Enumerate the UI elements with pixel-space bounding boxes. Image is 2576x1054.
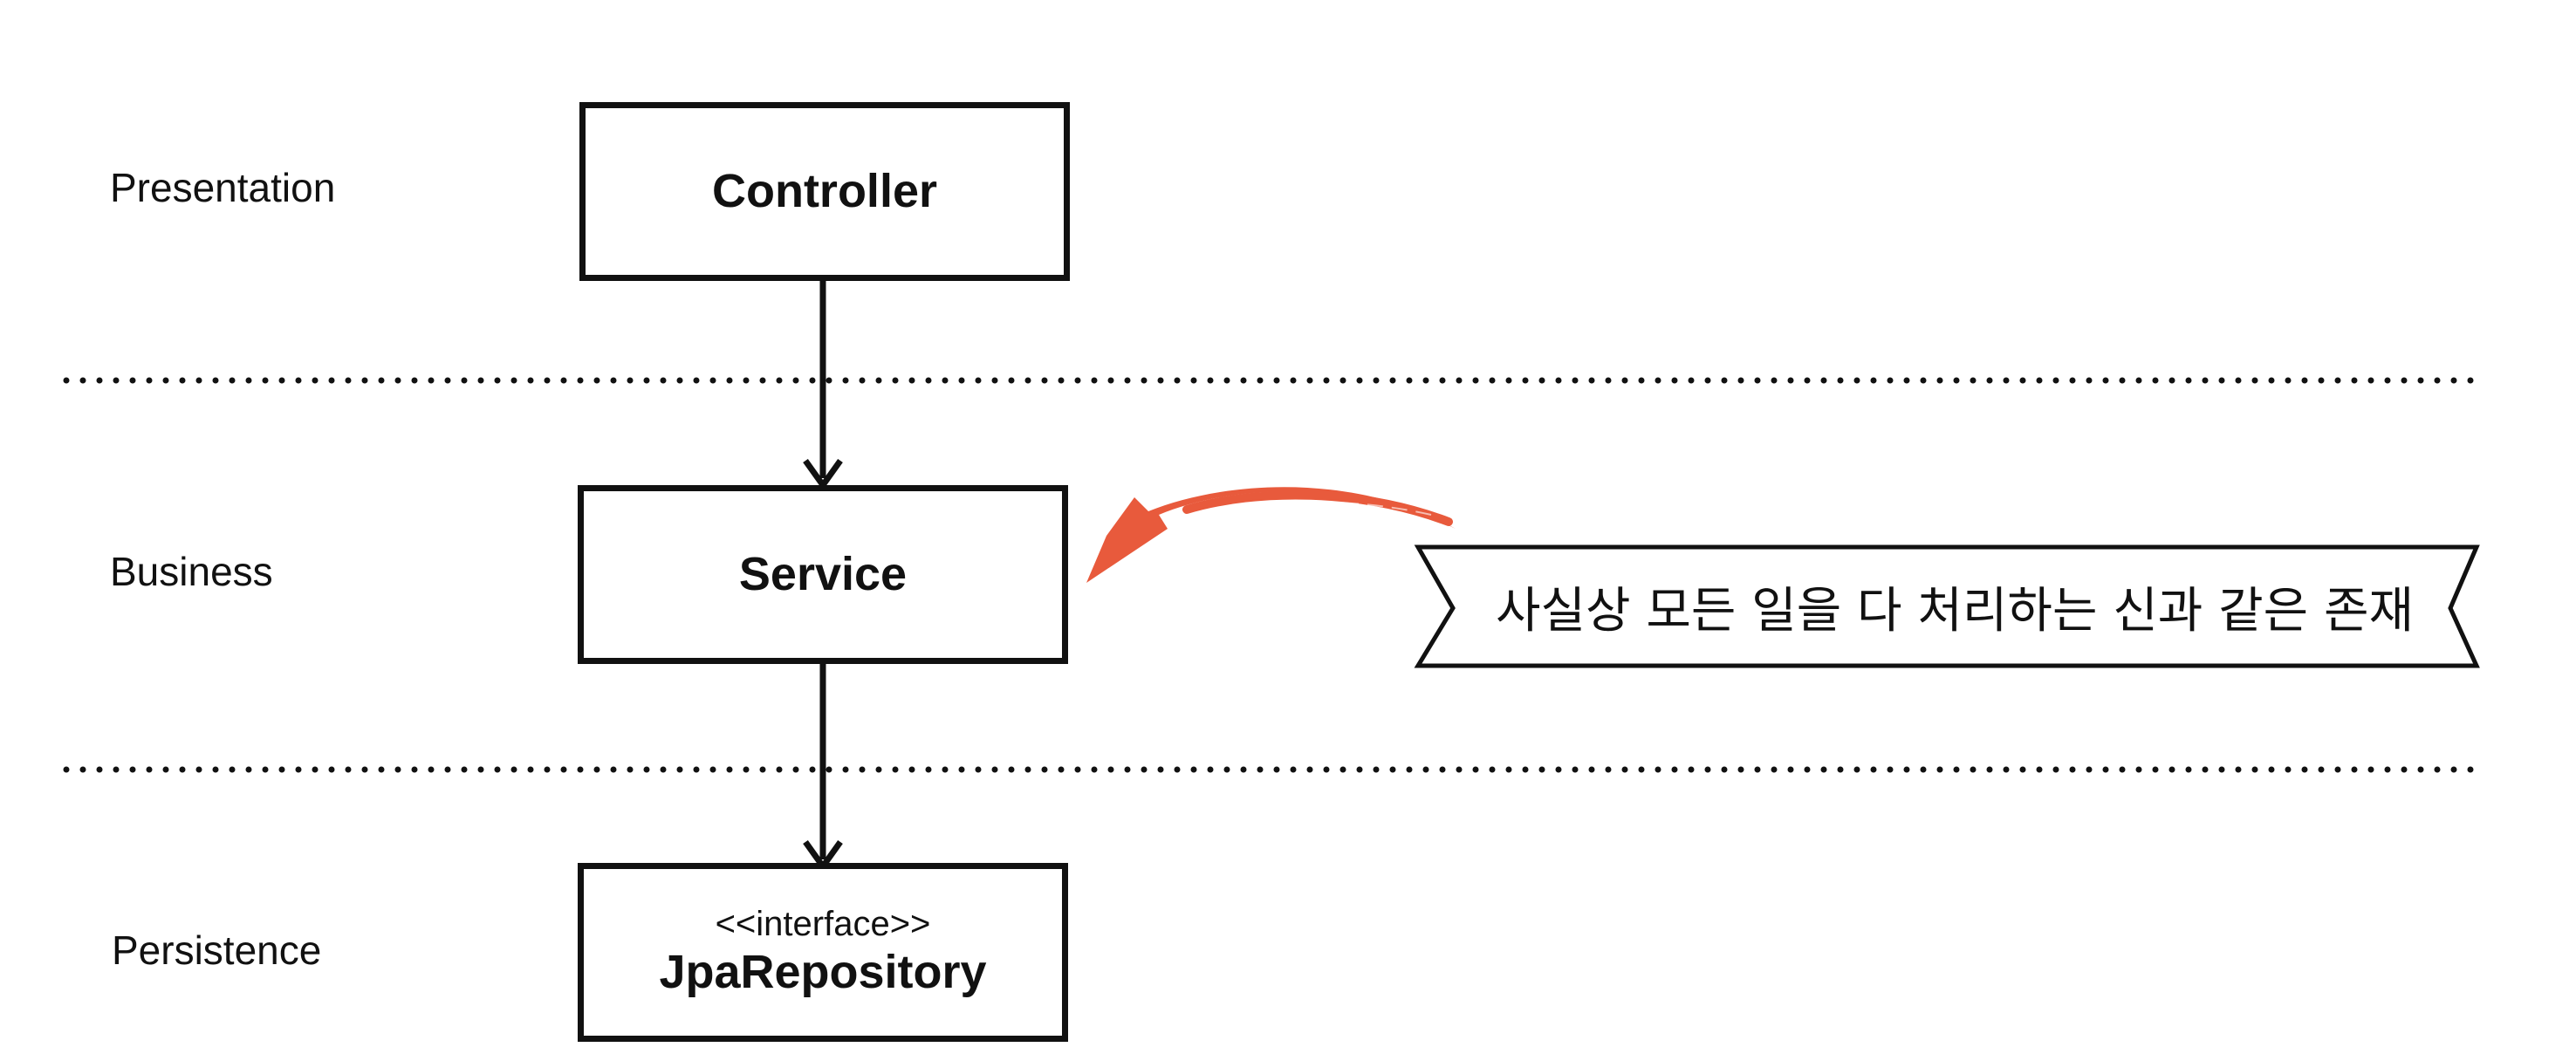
layer-label-persistence: Persistence bbox=[112, 927, 322, 973]
accent-arrow bbox=[1086, 487, 1456, 583]
repository-title: JpaRepository bbox=[659, 945, 987, 998]
service-title: Service bbox=[738, 547, 908, 600]
controller-box: Controller bbox=[579, 102, 1070, 281]
callout-banner bbox=[1414, 544, 2480, 668]
service-box: Service bbox=[578, 485, 1068, 664]
layer-label-business: Business bbox=[110, 549, 273, 594]
repository-box: <<interface>> JpaRepository bbox=[578, 863, 1068, 1042]
callout-text: 사실상 모든 일을 다 처리하는 신과 같은 존재 bbox=[1496, 582, 2414, 640]
layer-label-presentation: Presentation bbox=[110, 165, 336, 210]
repository-stereotype: <<interface>> bbox=[715, 904, 931, 943]
arrow-service-to-repository bbox=[803, 661, 843, 873]
controller-title: Controller bbox=[711, 164, 937, 217]
